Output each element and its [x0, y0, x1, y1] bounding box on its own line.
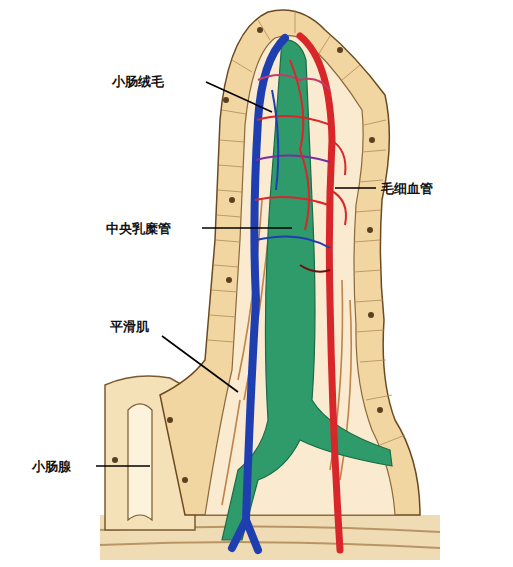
- capillary-network: [255, 60, 346, 272]
- part-label: 小肠腺: [32, 458, 71, 476]
- vein: [232, 38, 285, 550]
- part-label: 中央乳糜管: [106, 220, 171, 238]
- leader-lines: [96, 82, 376, 466]
- artery: [300, 36, 340, 550]
- part-label: 毛细血管: [381, 180, 433, 198]
- crypt-lumen: [128, 404, 152, 520]
- part-label: 平滑肌: [110, 318, 149, 336]
- part-label: 小肠绒毛: [112, 73, 164, 91]
